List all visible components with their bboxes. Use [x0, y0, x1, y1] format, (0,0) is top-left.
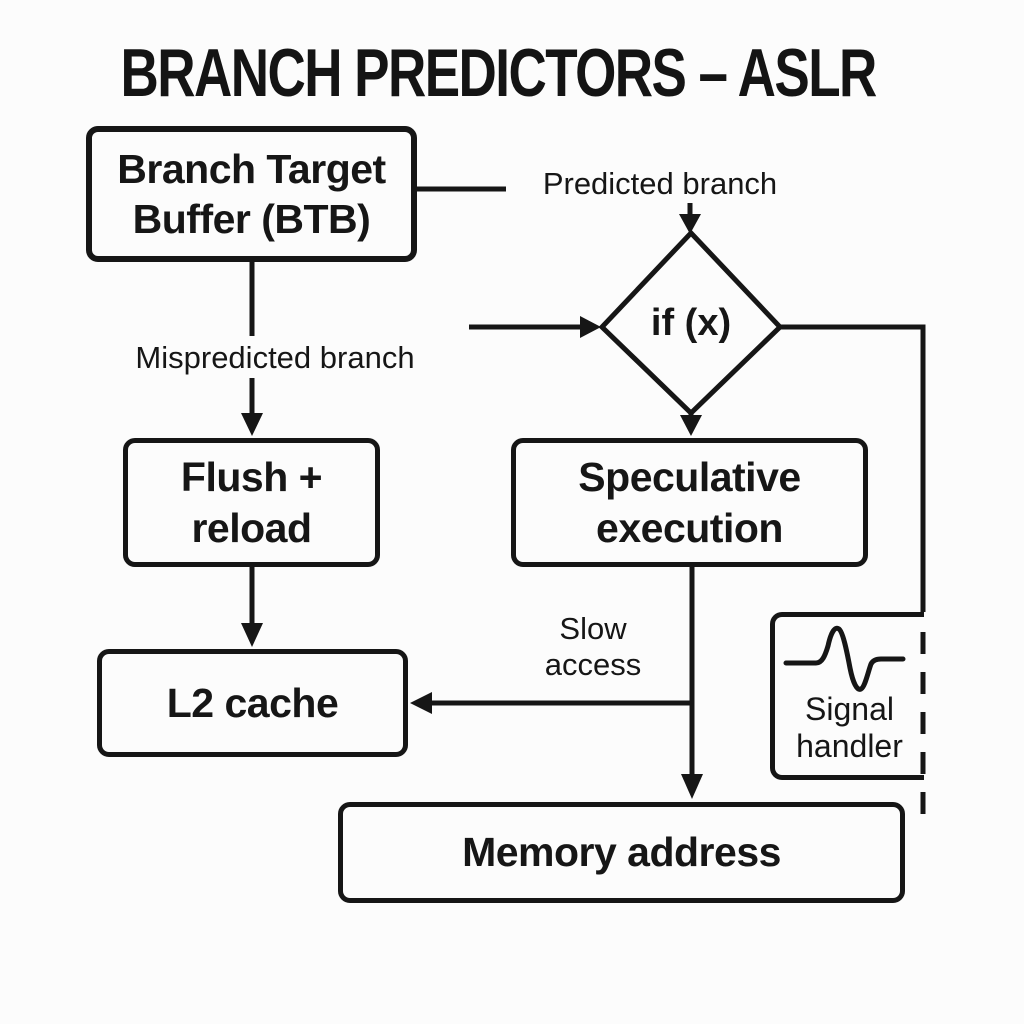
node-speculative-execution-label: Speculative execution: [578, 454, 801, 551]
node-memory-address: Memory address: [338, 802, 905, 903]
edge-if-to-signal: [780, 324, 926, 612]
node-if-condition-label: if (x): [650, 302, 732, 344]
node-flush-reload: Flush + reload: [123, 438, 380, 567]
node-branch-target-buffer: Branch Target Buffer (BTB): [86, 126, 417, 262]
node-speculative-execution: Speculative execution: [511, 438, 868, 567]
arrowhead-mispredicted-to-flush: [241, 413, 263, 436]
edge-label-mispredicted-branch: Mispredicted branch: [135, 340, 415, 375]
edge-label-predicted-branch: Predicted branch: [542, 166, 778, 201]
node-memory-address-label: Memory address: [462, 829, 781, 876]
diagram-title: BRANCH PREDICTORS – ASLR: [120, 35, 877, 111]
arrowhead-if-to-spec: [680, 415, 702, 436]
edge-label-slow-access: Slow access: [544, 611, 642, 682]
title-wrap: BRANCH PREDICTORS – ASLR: [0, 34, 1024, 112]
arrowhead-into-if-left: [580, 316, 601, 338]
node-signal-handler: Signal handler: [770, 612, 924, 780]
arrowhead-predicted-to-if: [679, 214, 701, 234]
arrowhead-flush-to-l2: [241, 623, 263, 647]
signal-waveform-icon: [783, 625, 906, 692]
node-branch-target-buffer-label: Branch Target Buffer (BTB): [117, 145, 386, 242]
node-flush-reload-label: Flush + reload: [180, 454, 323, 551]
node-signal-handler-label: Signal handler: [796, 691, 903, 765]
arrowhead-slow-access-to-l2: [410, 692, 432, 714]
node-l2-cache: L2 cache: [97, 649, 408, 757]
arrowhead-spec-to-memory: [681, 774, 703, 799]
node-l2-cache-label: L2 cache: [166, 679, 339, 726]
